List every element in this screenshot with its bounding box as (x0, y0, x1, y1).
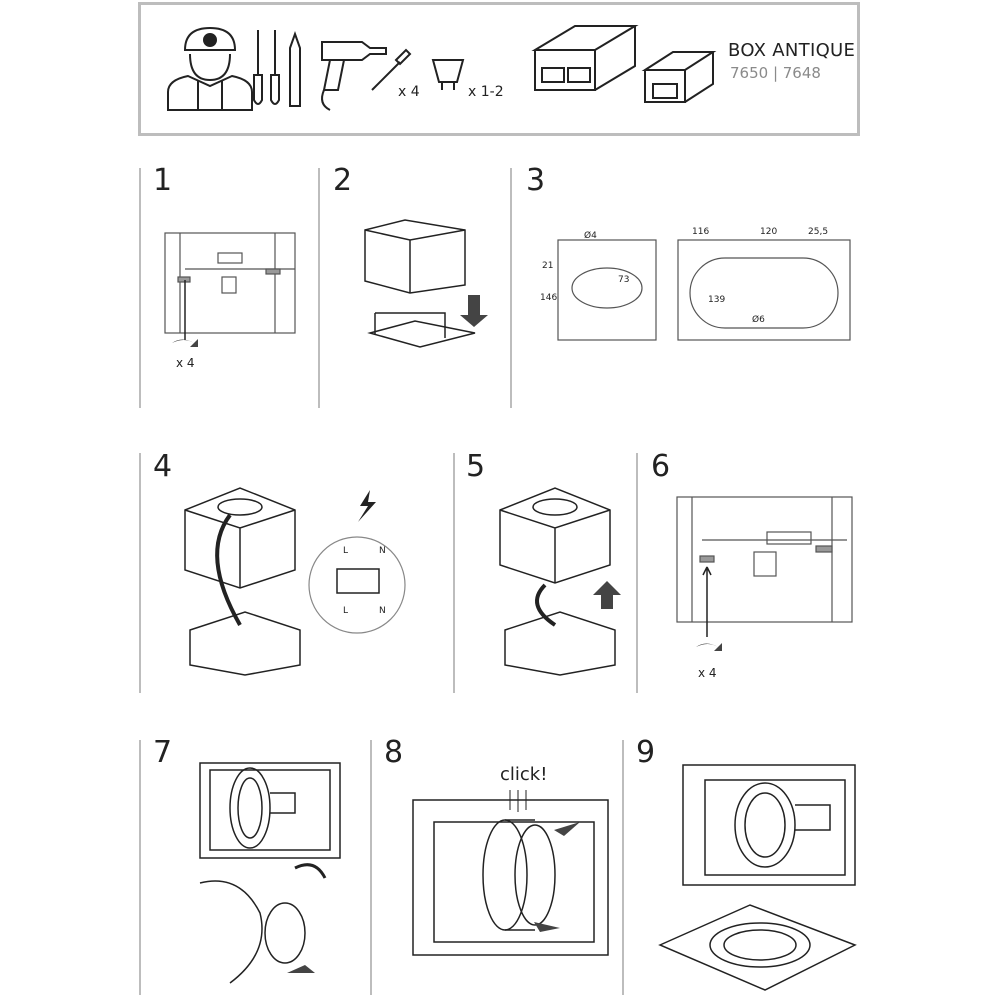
electrician-icon (167, 26, 253, 111)
arrow-up-icon (593, 581, 621, 609)
arrow-down-icon (460, 295, 488, 327)
dim-hole-large: Ø6 (752, 314, 765, 325)
step-number: 6 (651, 449, 671, 484)
product-name: BOX ANTIQUE (728, 40, 856, 61)
tool-screws-qty: x 4 (398, 84, 420, 100)
step7-bulb-insert (199, 762, 341, 984)
terminal-top-l: L (343, 546, 348, 556)
step-number: 4 (153, 449, 173, 484)
bulb-icon (431, 59, 465, 90)
step-divider (453, 453, 455, 693)
step9-final-view (658, 764, 857, 991)
step-divider (622, 740, 624, 995)
dim-center: 73 (618, 275, 629, 285)
terminal-bottom-n: N (379, 606, 386, 616)
step6-qty: x 4 (698, 666, 717, 680)
step-divider (318, 168, 320, 408)
dim-left-span: 116 (692, 227, 709, 237)
step-number: 2 (333, 163, 353, 198)
step-divider (636, 453, 638, 693)
step1-ceiling-illustration: x 4 (164, 232, 296, 370)
dim-offset-top: 21 (542, 261, 553, 271)
lightning-icon (358, 490, 376, 522)
step3-dimension-drawing: Ø4 21 146 73 116 120 25,5 139 Ø6 (540, 227, 851, 341)
step-number: 7 (153, 735, 173, 770)
step2-box-assembly (364, 219, 488, 348)
double-box-illustration (531, 25, 639, 91)
pencil-icon (289, 31, 301, 107)
step4-wiring-illustration: L N L N (184, 487, 406, 676)
header-frame (138, 2, 860, 136)
single-box-illustration (641, 51, 717, 103)
step1-qty: x 4 (176, 356, 195, 370)
step5-box-lift (499, 487, 621, 676)
step-number: 1 (153, 163, 173, 198)
rotate-icon (172, 339, 198, 347)
tools-illustration: x 4 x 1-2 (167, 25, 717, 111)
step-number: 5 (466, 449, 486, 484)
screwdriver-icon (253, 30, 280, 105)
dim-hole-small: Ø4 (584, 230, 597, 241)
drill-icon (321, 41, 387, 111)
dim-right-span: 120 (760, 227, 777, 237)
product-codes: 7650 | 7648 (730, 64, 821, 82)
step-divider (139, 740, 141, 995)
step-divider (139, 453, 141, 693)
dim-edge-offset: 25,5 (808, 227, 828, 237)
step8-bulb-click: click! (412, 764, 609, 956)
step-divider (139, 168, 141, 408)
step-number: 3 (526, 163, 546, 198)
dim-height: 146 (540, 293, 557, 303)
dim-cutout-height: 139 (708, 295, 725, 305)
terminal-top-n: N (379, 546, 386, 556)
terminal-bottom-l: L (343, 606, 348, 616)
screw-anchor-icon (371, 48, 412, 91)
step-number: 8 (384, 735, 404, 770)
step-divider (510, 168, 512, 408)
step-number: 9 (636, 735, 656, 770)
click-callout: click! (500, 764, 547, 785)
tool-bulb-qty: x 1-2 (468, 84, 504, 100)
step6-ceiling-fix: x 4 (676, 496, 853, 680)
rotate-icon (696, 643, 722, 651)
step-divider (370, 740, 372, 995)
